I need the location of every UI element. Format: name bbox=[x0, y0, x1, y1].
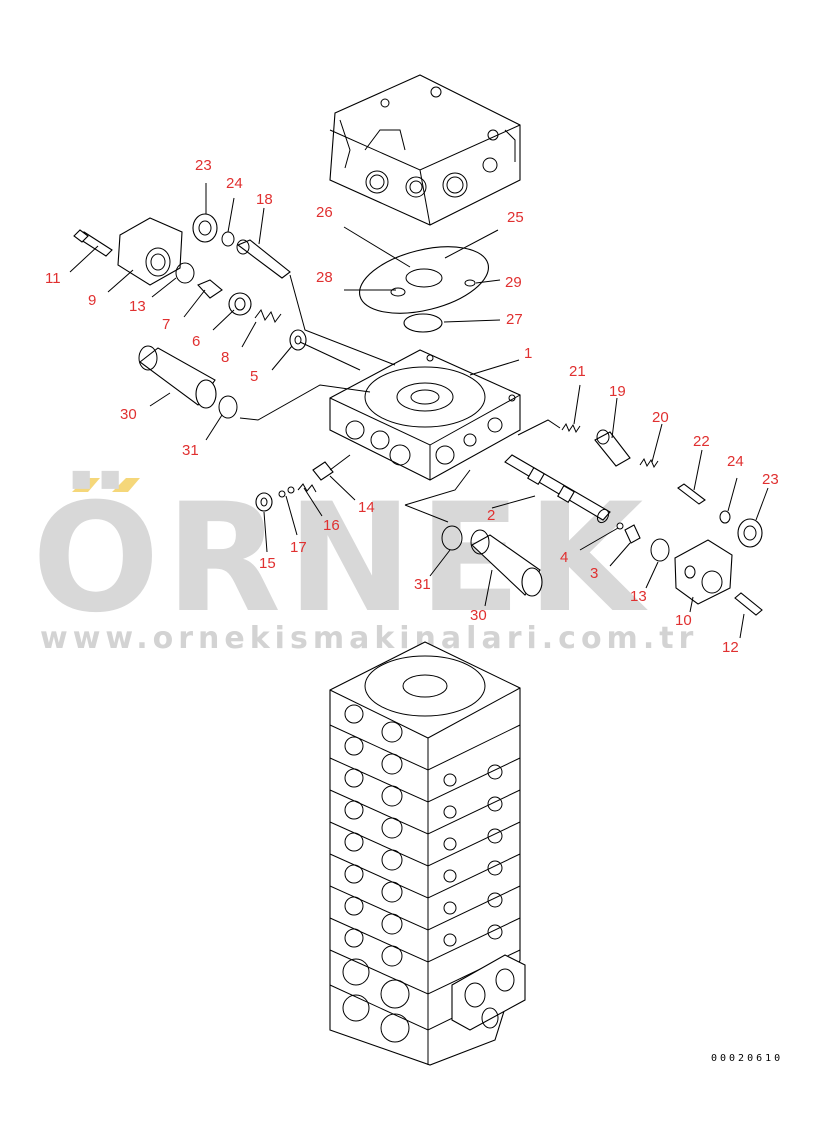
relief-valve-30-left bbox=[138, 345, 217, 409]
callout-16: 16 bbox=[323, 517, 340, 534]
callout-30-left: 30 bbox=[120, 406, 137, 423]
gasket-plate bbox=[359, 246, 489, 314]
o-ring-31-right bbox=[441, 525, 463, 551]
watermark-accent-right bbox=[112, 478, 140, 492]
callout-23-top: 23 bbox=[195, 157, 212, 174]
plug-3 bbox=[624, 524, 641, 544]
callout-27: 27 bbox=[506, 311, 523, 328]
o-ring-13-left bbox=[175, 262, 195, 284]
callout-20: 20 bbox=[652, 409, 669, 426]
stack-ports bbox=[342, 704, 503, 1043]
piston-22 bbox=[677, 483, 706, 505]
callout-15: 15 bbox=[259, 555, 276, 572]
leader-lines bbox=[69, 183, 769, 639]
top-cover-housing bbox=[329, 74, 521, 226]
plug-15 bbox=[255, 492, 273, 512]
callout-28: 28 bbox=[316, 269, 333, 286]
o-ring-24-right bbox=[719, 510, 731, 524]
callout-3: 3 bbox=[590, 565, 598, 582]
watermark-brand: ÖRNEK bbox=[32, 470, 649, 646]
plug-23-top bbox=[192, 213, 218, 243]
callout-21: 21 bbox=[569, 363, 586, 380]
callout-7: 7 bbox=[162, 316, 170, 333]
sleeve-6 bbox=[228, 292, 252, 316]
assembly-lines bbox=[239, 274, 561, 523]
relief-valve-30-right bbox=[470, 529, 543, 597]
ball-4 bbox=[616, 522, 624, 530]
callout-22: 22 bbox=[693, 433, 710, 450]
left-cover-9 bbox=[117, 217, 183, 286]
callout-1: 1 bbox=[524, 345, 532, 362]
callout-24-top: 24 bbox=[226, 175, 243, 192]
spool bbox=[504, 454, 611, 524]
stack-section-dividers bbox=[329, 724, 521, 1031]
watermark-url: www.ornekismakinalari.com.tr bbox=[40, 621, 698, 656]
callout-8: 8 bbox=[221, 349, 229, 366]
plunger-19 bbox=[594, 429, 631, 467]
callout-17: 17 bbox=[290, 539, 307, 556]
callout-14: 14 bbox=[358, 499, 375, 516]
callout-19: 19 bbox=[609, 383, 626, 400]
spring-16-17 bbox=[278, 483, 317, 498]
o-ring-13-right bbox=[650, 538, 670, 562]
callout-31-left: 31 bbox=[182, 442, 199, 459]
bolt-11 bbox=[73, 229, 113, 257]
callout-25: 25 bbox=[507, 209, 524, 226]
plug-23-right bbox=[737, 518, 763, 548]
valve-section-housing bbox=[329, 349, 521, 481]
callout-24-right: 24 bbox=[727, 453, 744, 470]
poppet-7 bbox=[197, 279, 223, 299]
callout-12: 12 bbox=[722, 639, 739, 656]
callout-10: 10 bbox=[675, 612, 692, 629]
callout-9: 9 bbox=[88, 292, 96, 309]
callout-18: 18 bbox=[256, 191, 273, 208]
washer-5 bbox=[289, 329, 307, 351]
piston-14 bbox=[312, 461, 334, 481]
spring-20 bbox=[639, 457, 659, 469]
spring-8 bbox=[254, 308, 282, 324]
valve-assembly-stack bbox=[329, 641, 526, 1066]
callout-5: 5 bbox=[250, 368, 258, 385]
callout-6: 6 bbox=[192, 333, 200, 350]
callout-26: 26 bbox=[316, 204, 333, 221]
callout-13-right: 13 bbox=[630, 588, 647, 605]
seal-ring-27 bbox=[403, 313, 443, 333]
o-ring-31-left bbox=[218, 395, 238, 419]
watermark: ÖRNEK www.ornekismakinalari.com.tr bbox=[32, 470, 698, 656]
callout-4: 4 bbox=[560, 549, 568, 566]
right-cover-10 bbox=[674, 539, 733, 605]
spring-21 bbox=[561, 422, 581, 434]
piston-18 bbox=[236, 239, 291, 279]
callout-31-right: 31 bbox=[414, 576, 431, 593]
callout-29: 29 bbox=[505, 274, 522, 291]
callout-labels: 1 2 3 4 5 6 7 8 9 10 11 12 13 13 14 15 1… bbox=[45, 157, 779, 656]
drawing-code: 00020610 bbox=[711, 1053, 783, 1064]
callout-30-right: 30 bbox=[470, 607, 487, 624]
watermark-accent-left bbox=[72, 478, 100, 492]
callout-13-left: 13 bbox=[129, 298, 146, 315]
callout-2: 2 bbox=[487, 507, 495, 524]
callout-11: 11 bbox=[45, 270, 61, 287]
stack-end-cover bbox=[451, 954, 526, 1031]
o-ring-24-top bbox=[221, 231, 235, 247]
callout-23-right: 23 bbox=[762, 471, 779, 488]
bolt-12 bbox=[734, 592, 763, 616]
